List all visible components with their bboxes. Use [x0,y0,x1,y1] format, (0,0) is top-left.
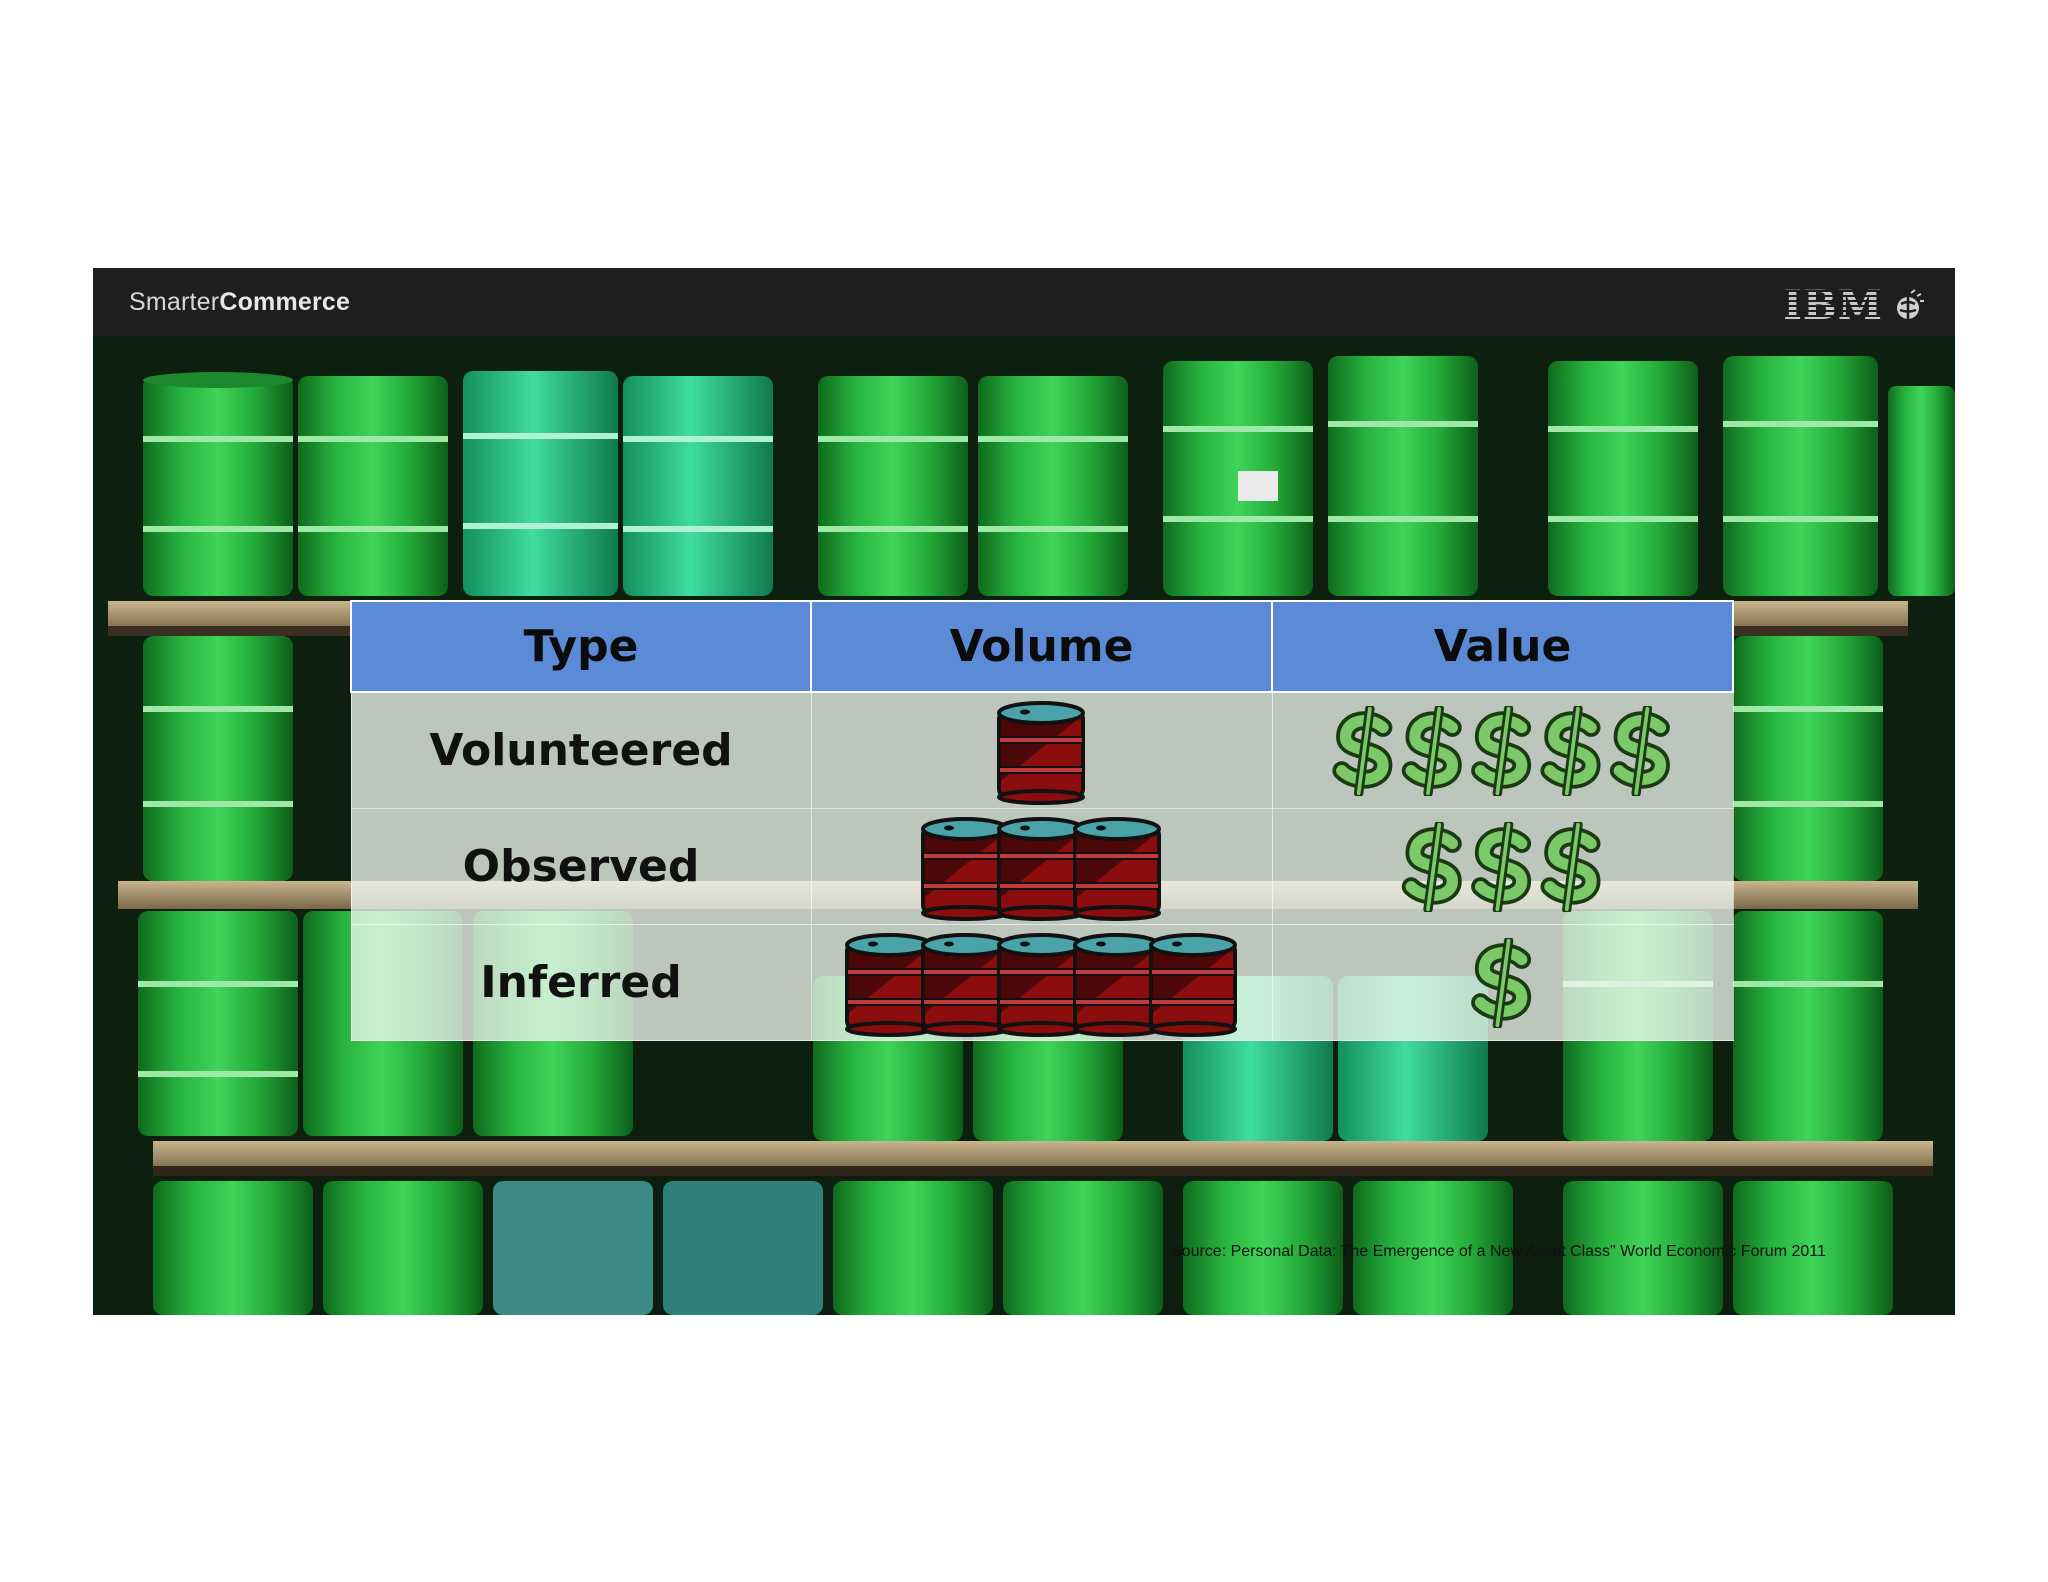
brand-light-text: Smarter [129,288,220,316]
oil-barrel-icon [1072,932,1161,1037]
oil-barrel-icon [1148,932,1237,1037]
dollar-sign-icon [1401,821,1462,912]
column-header-volume: Volume [810,600,1273,693]
dollar-sign-icon [1470,821,1531,912]
table-row: Volunteered [350,691,1734,809]
dollar-group [1470,937,1531,1028]
barrel-group [920,816,1161,921]
data-value-table: Type Volume Value Volunteered [350,600,1734,1041]
barrel-group [844,932,1237,1037]
volume-cell [810,691,1273,809]
value-cell [1271,691,1734,809]
globe-icon [1897,288,1924,319]
dollar-sign-icon [1331,705,1392,796]
value-cell [1271,924,1734,1041]
table-row: Observed [350,808,1734,925]
oil-barrel-icon [1072,816,1161,921]
ibm-logo-icon: IBM [1783,282,1925,329]
type-cell: Inferred [350,924,812,1041]
oil-barrel-icon [996,700,1085,805]
barrel-group [996,700,1085,805]
type-cell: Volunteered [350,691,812,809]
column-header-value: Value [1271,600,1734,693]
dollar-sign-icon [1540,821,1601,912]
source-citation: Source: Personal Data: The Emergence of … [1171,1243,1826,1260]
slide: SmarterCommerce IBM [93,268,1955,1315]
brand-bold-text: Commerce [219,288,351,316]
dollar-sign-icon [1401,705,1462,796]
volume-cell [810,808,1273,925]
dollar-sign-icon [1470,937,1531,1028]
column-header-type: Type [350,600,812,693]
dollar-group [1331,705,1670,796]
dollar-sign-icon [1609,705,1670,796]
header-bar: SmarterCommerce IBM [93,268,1955,337]
value-cell [1271,808,1734,925]
brand-logo: SmarterCommerce [129,288,350,317]
oil-barrel-icon [844,932,933,1037]
type-cell: Observed [350,808,812,925]
ibm-logo-text: IBM [1783,282,1883,329]
oil-barrel-icon [920,932,1009,1037]
table-row: Inferred [350,924,1734,1041]
dollar-sign-icon [1540,705,1601,796]
dollar-sign-icon [1470,705,1531,796]
oil-barrel-icon [920,816,1009,921]
oil-barrel-icon [996,932,1085,1037]
dollar-group [1401,821,1601,912]
table-header-row: Type Volume Value [350,600,1734,693]
oil-barrel-icon [996,816,1085,921]
volume-cell [810,924,1273,1041]
